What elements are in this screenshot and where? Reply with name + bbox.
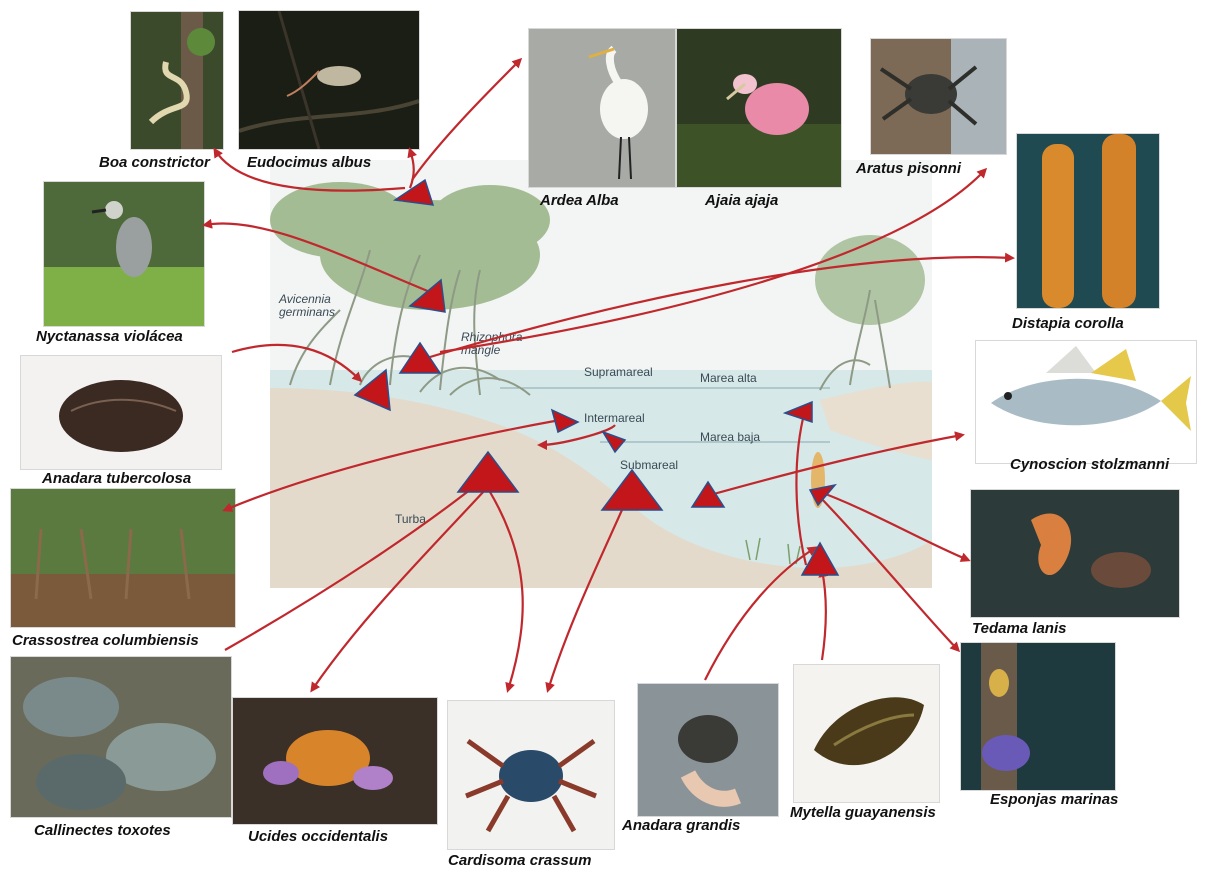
eudocimus-photo (238, 10, 420, 150)
mytella-photo (793, 664, 940, 803)
zone-label-rhizophora-line2: mangle (461, 344, 522, 357)
zone-label-rhizophora: Rhizophora mangle (461, 331, 522, 357)
label-cardisoma-crassum: Cardisoma crassum (448, 852, 591, 870)
label-ardea-alba: Ardea Alba (540, 192, 619, 210)
label-eudocimus-albus: Eudocimus albus (247, 154, 371, 172)
label-callinectes-toxotes: Callinectes toxotes (34, 822, 171, 840)
crassostrea-photo (10, 488, 236, 628)
zone-label-turba: Turba (395, 512, 426, 526)
label-tedama-lanis: Tedama lanis (972, 620, 1066, 638)
label-cynoscion-stolzmanni: Cynoscion stolzmanni (1010, 456, 1169, 474)
label-anadara-grandis: Anadara grandis (622, 817, 740, 835)
label-distapia-corolla: Distapia corolla (1012, 315, 1124, 333)
tedama-photo (970, 489, 1180, 618)
zone-label-marea-alta: Marea alta (700, 371, 757, 385)
ucides-photo (232, 697, 438, 825)
zone-label-supramareal: Supramareal (584, 365, 653, 379)
label-aratus-pisonni: Aratus pisonni (856, 160, 961, 178)
zone-label-marea-baja: Marea baja (700, 430, 760, 444)
cardisoma-photo (447, 700, 615, 850)
zone-label-submareal: Submareal (620, 458, 678, 472)
anadara-grandis-photo (637, 683, 779, 817)
zone-label-intermareal: Intermareal (584, 411, 645, 425)
label-ucides-occidentalis: Ucides occidentalis (248, 828, 388, 846)
label-crassostrea-columbiensis: Crassostrea columbiensis (12, 632, 199, 650)
ajaia-photo (676, 28, 842, 188)
esponjas-photo (960, 642, 1116, 791)
callinectes-photo (10, 656, 232, 818)
nyctanassa-photo (43, 181, 205, 327)
ardea-photo (528, 28, 676, 188)
label-esponjas-marinas: Esponjas marinas (990, 791, 1118, 809)
label-anadara-tubercolosa: Anadara tubercolosa (42, 470, 191, 488)
cynoscion-photo (975, 340, 1197, 464)
label-mytella-guayanensis: Mytella guayanensis (790, 804, 936, 822)
label-boa-constrictor: Boa constrictor (99, 154, 210, 172)
label-ajaia-ajaja: Ajaia ajaja (705, 192, 778, 210)
aratus-photo (870, 38, 1007, 155)
anadara-tubercolosa-photo (20, 355, 222, 470)
boa-photo (130, 11, 224, 150)
zone-label-avicennia-line2: germinans (279, 306, 335, 319)
distapia-photo (1016, 133, 1160, 309)
zone-label-avicennia: Avicennia germinans (279, 293, 335, 319)
label-nyctanassa-violacea: Nyctanassa violácea (36, 328, 183, 346)
